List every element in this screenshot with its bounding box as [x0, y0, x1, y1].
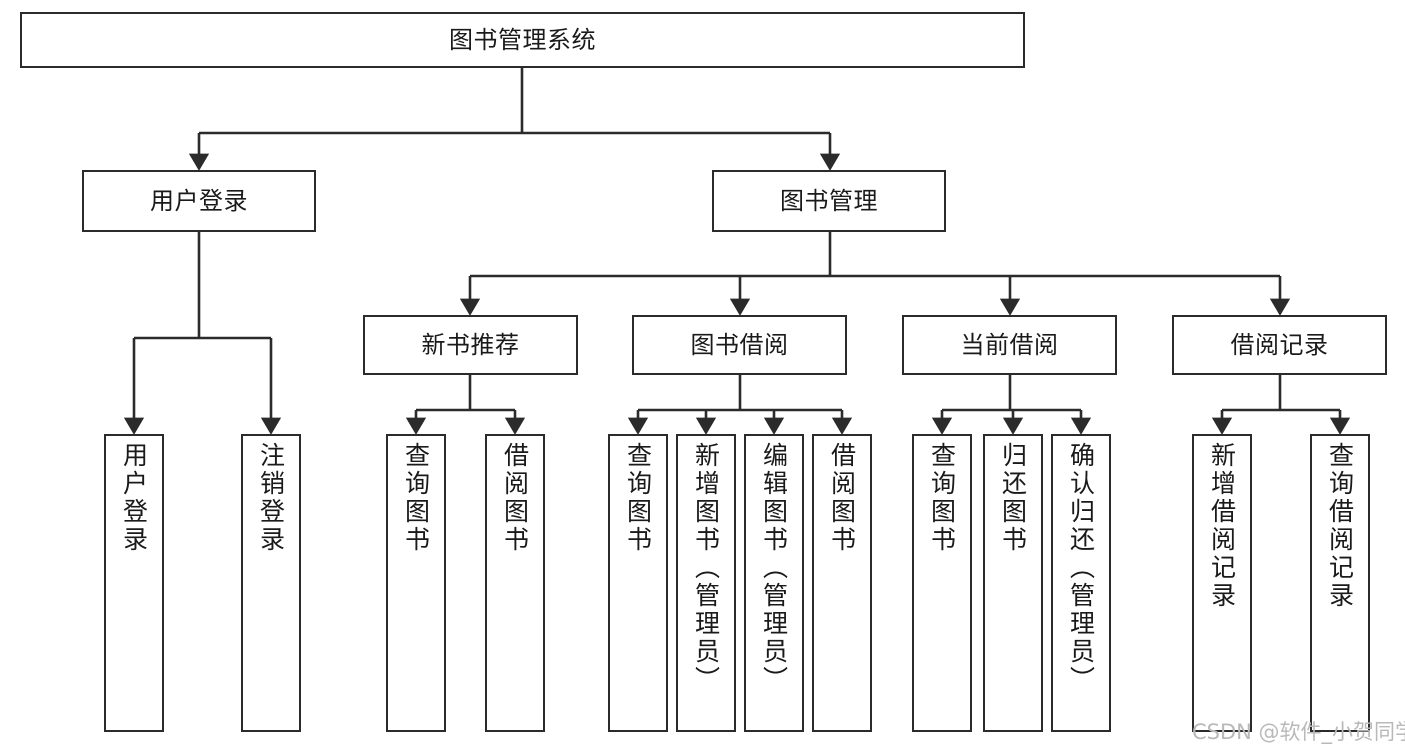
- node-leaf-query-book-3[interactable]: 查询图书: [912, 434, 972, 732]
- csdn-watermark: CSDN @软件_小贺同学: [1192, 720, 1405, 744]
- node-borrow-record-label: 借阅记录: [1230, 330, 1329, 359]
- node-leaf-query-book-2[interactable]: 查询图书: [608, 434, 668, 732]
- node-leaf-add-book[interactable]: 新增图书（管理员）: [676, 434, 736, 732]
- node-leaf-query-book-1-label: 查询图书: [401, 442, 431, 554]
- node-leaf-edit-book[interactable]: 编辑图书（管理员）: [744, 434, 804, 732]
- node-leaf-query-record[interactable]: 查询借阅记录: [1310, 434, 1370, 732]
- node-leaf-user-login[interactable]: 用户登录: [104, 434, 164, 732]
- node-user-login-label: 用户登录: [150, 186, 248, 215]
- node-user-login[interactable]: 用户登录: [82, 170, 316, 232]
- node-book-borrow[interactable]: 图书借阅: [632, 315, 847, 375]
- node-root[interactable]: 图书管理系统: [20, 12, 1025, 68]
- node-leaf-return-book[interactable]: 归还图书: [983, 434, 1043, 732]
- node-book-borrow-label: 图书借阅: [690, 330, 789, 359]
- node-new-book-recommend-label: 新书推荐: [421, 330, 520, 359]
- node-leaf-borrow-book-1-label: 借阅图书: [500, 442, 530, 554]
- node-leaf-edit-book-label: 编辑图书（管理员）: [759, 442, 789, 694]
- node-leaf-add-book-label: 新增图书（管理员）: [691, 442, 721, 694]
- node-leaf-add-record[interactable]: 新增借阅记录: [1192, 434, 1252, 732]
- node-root-label: 图书管理系统: [449, 25, 596, 54]
- node-leaf-add-record-label: 新增借阅记录: [1207, 442, 1237, 610]
- node-leaf-confirm-return[interactable]: 确认归还（管理员）: [1051, 434, 1111, 732]
- node-book-manage[interactable]: 图书管理: [712, 170, 946, 232]
- node-borrow-record[interactable]: 借阅记录: [1172, 315, 1387, 375]
- node-leaf-query-record-label: 查询借阅记录: [1325, 442, 1355, 610]
- node-leaf-query-book-3-label: 查询图书: [927, 442, 957, 554]
- node-leaf-borrow-book-2-label: 借阅图书: [827, 442, 857, 554]
- node-leaf-borrow-book-2[interactable]: 借阅图书: [812, 434, 872, 732]
- node-new-book-recommend[interactable]: 新书推荐: [363, 315, 578, 375]
- node-book-manage-label: 图书管理: [780, 186, 878, 215]
- node-leaf-borrow-book-1[interactable]: 借阅图书: [485, 434, 545, 732]
- node-current-borrow-label: 当前借阅: [960, 330, 1059, 359]
- node-leaf-user-logout-label: 注销登录: [256, 442, 286, 554]
- node-leaf-confirm-return-label: 确认归还（管理员）: [1066, 442, 1096, 694]
- node-leaf-user-logout[interactable]: 注销登录: [241, 434, 301, 732]
- node-leaf-query-book-1[interactable]: 查询图书: [386, 434, 446, 732]
- node-leaf-user-login-label: 用户登录: [119, 442, 149, 554]
- node-current-borrow[interactable]: 当前借阅: [902, 315, 1117, 375]
- node-leaf-query-book-2-label: 查询图书: [623, 442, 653, 554]
- node-leaf-return-book-label: 归还图书: [998, 442, 1028, 554]
